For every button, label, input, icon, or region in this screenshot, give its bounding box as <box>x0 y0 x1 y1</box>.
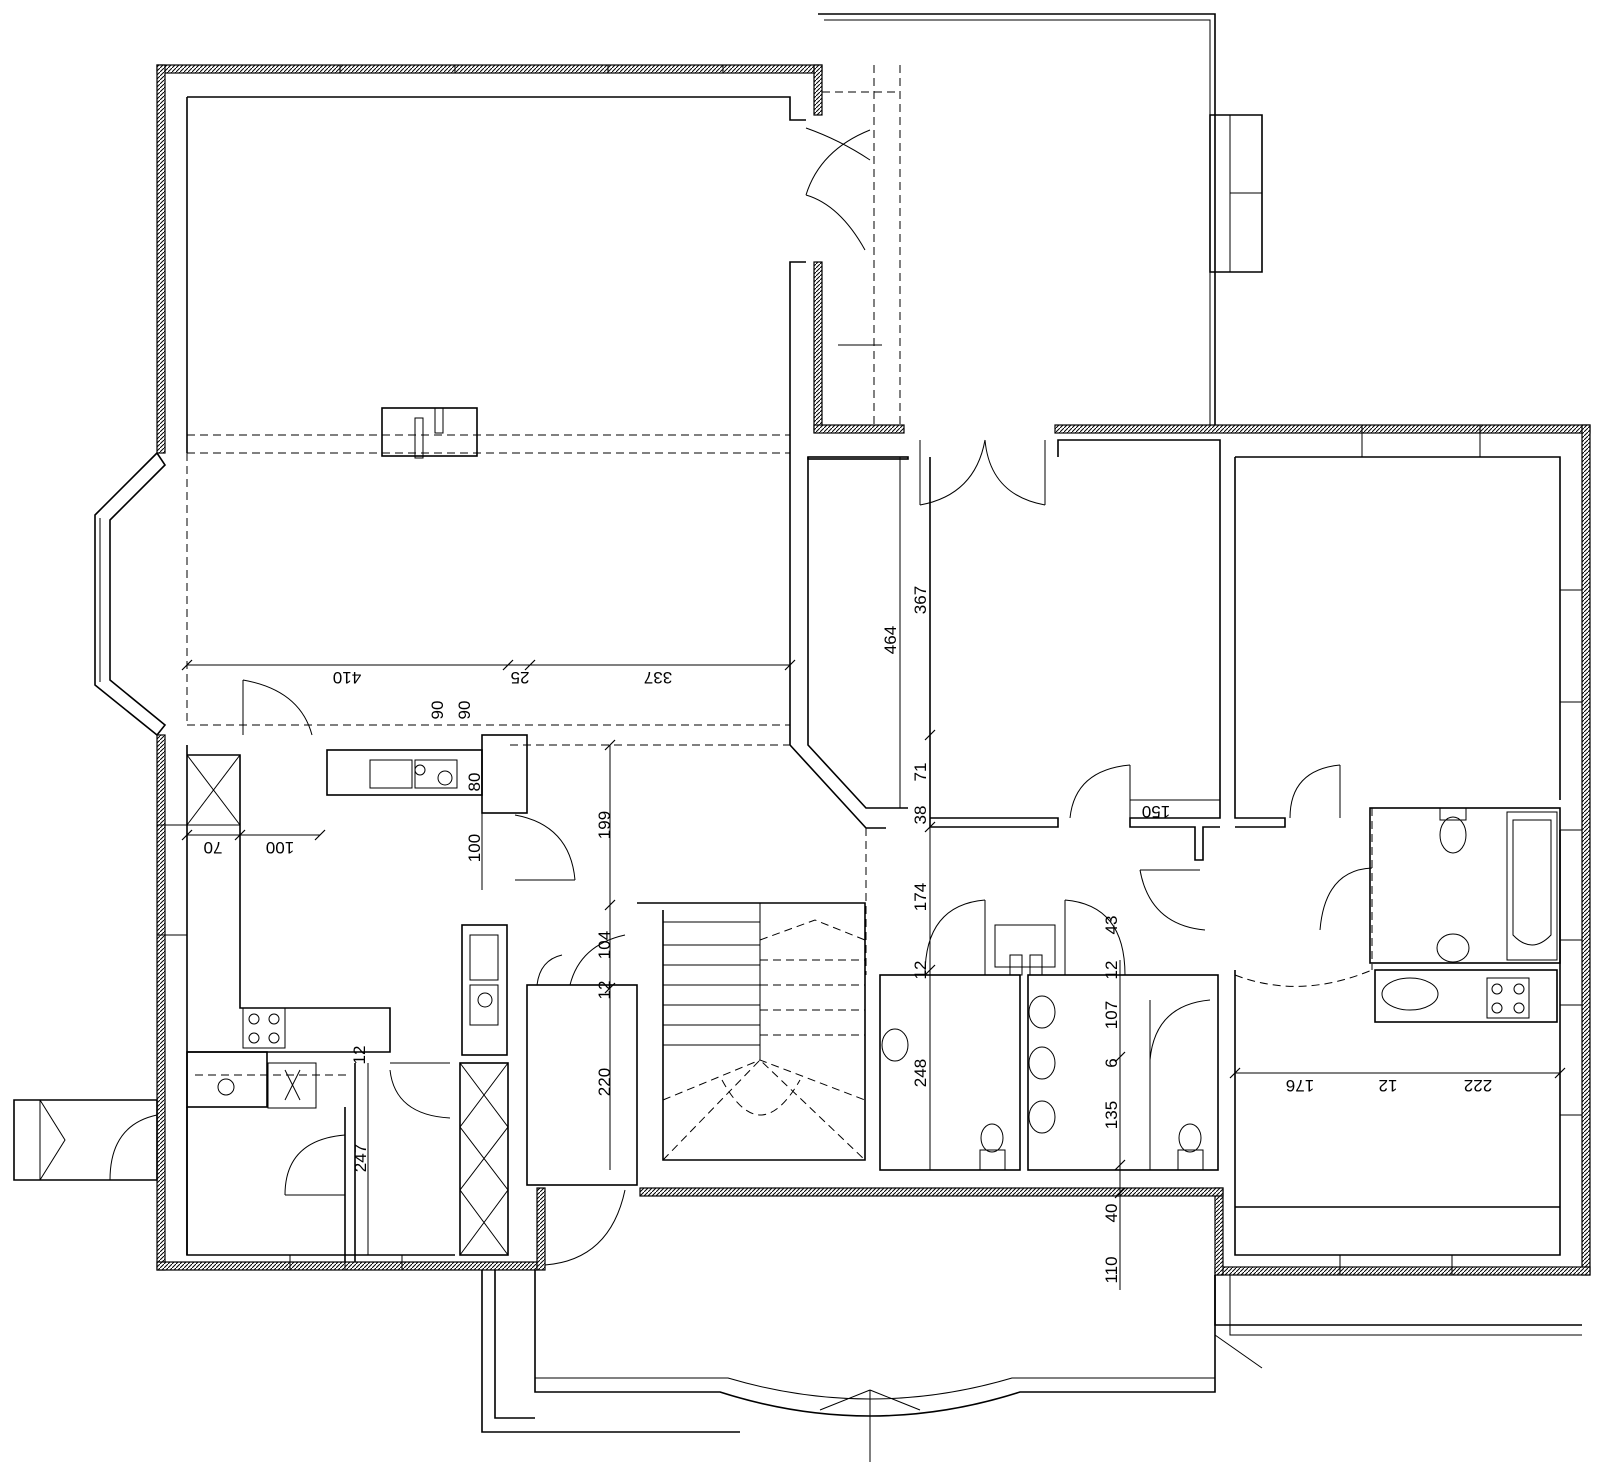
dim-176: 176 <box>1286 1076 1314 1095</box>
dim-90a: 90 <box>428 701 447 720</box>
dim-43: 43 <box>1102 916 1121 935</box>
dim-248: 248 <box>911 1059 930 1087</box>
dim-104: 104 <box>595 931 614 959</box>
dim-12-wc: 12 <box>1102 961 1121 980</box>
dim-222: 222 <box>1464 1076 1492 1095</box>
dim-70: 70 <box>204 838 223 857</box>
dim-90b: 90 <box>455 701 474 720</box>
dim-100-vertical: 100 <box>465 834 484 862</box>
dim-135: 135 <box>1102 1101 1121 1129</box>
dim-6: 6 <box>1102 1058 1121 1067</box>
dim-199: 199 <box>595 811 614 839</box>
dim-71: 71 <box>911 763 930 782</box>
beam-lines <box>186 65 1373 1076</box>
doors <box>109 127 1373 1266</box>
dim-150: 150 <box>1142 802 1170 821</box>
dim-367: 367 <box>911 586 930 614</box>
dim-40: 40 <box>1102 1204 1121 1223</box>
dim-12-bath: 12 <box>911 961 930 980</box>
interior-walls <box>13 13 1583 1462</box>
dim-12-room: 12 <box>1379 1076 1398 1095</box>
dim-107: 107 <box>1102 1001 1121 1029</box>
dim-25: 25 <box>511 668 530 687</box>
dim-110: 110 <box>1102 1256 1121 1283</box>
dimension-lines <box>181 457 1566 1290</box>
dim-38: 38 <box>911 806 930 825</box>
dim-80: 80 <box>465 773 484 792</box>
exterior-walls <box>156 64 1591 1276</box>
dim-337: 337 <box>644 668 672 687</box>
dim-12-kitchen: 12 <box>350 1046 369 1065</box>
dim-220: 220 <box>595 1068 614 1096</box>
dim-12-stair: 12 <box>595 981 614 1000</box>
dimension-labels: 410 25 337 90 90 80 70 100 100 199 104 1… <box>204 586 1493 1284</box>
dim-464: 464 <box>881 626 900 654</box>
dim-100-horizontal: 100 <box>266 838 294 857</box>
dim-247: 247 <box>351 1144 370 1172</box>
dim-410: 410 <box>333 668 361 687</box>
dim-174: 174 <box>911 883 930 911</box>
